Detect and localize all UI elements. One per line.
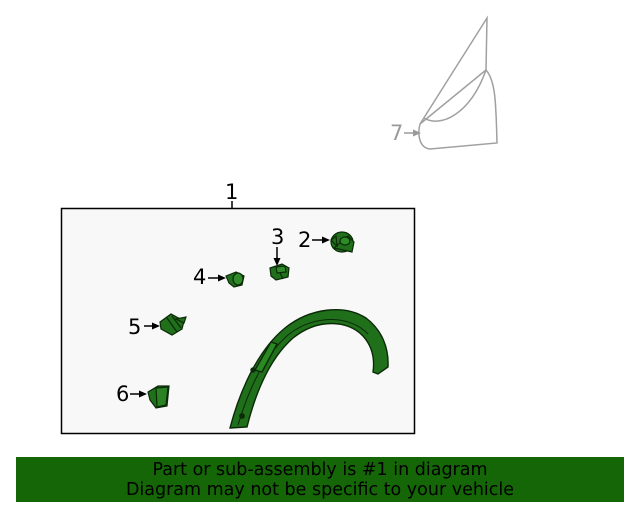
callout-5-arrow [144,322,160,330]
part-3-retainer[interactable] [269,263,290,281]
callout-1[interactable]: 1 [225,180,238,204]
notice-line-1: Part or sub-assembly is #1 in diagram [152,459,488,480]
callout-3[interactable]: 3 [271,225,284,249]
callout-7-arrow [404,129,421,137]
part-5-fastener[interactable] [159,313,187,336]
callout-4[interactable]: 4 [193,265,206,289]
part-6-wedge-retainer[interactable] [147,385,170,409]
callout-6[interactable]: 6 [116,382,129,406]
wheel-arch-flare[interactable] [229,309,389,429]
callout-4-arrow [208,274,226,282]
callout-3-arrow [273,247,281,266]
callout-5[interactable]: 5 [128,315,141,339]
callout-6-arrow [130,390,147,398]
ghost-part-7 [418,15,498,150]
part-2-clip[interactable] [330,231,355,253]
callout-2[interactable]: 2 [298,228,311,252]
callout-7[interactable]: 7 [390,121,403,145]
notice-line-2: Diagram may not be specific to your vehi… [125,479,515,500]
callout-2-arrow [312,236,330,244]
notice-banner: Part or sub-assembly is #1 in diagram Di… [16,457,624,502]
part-4-push-clip[interactable] [225,271,245,288]
